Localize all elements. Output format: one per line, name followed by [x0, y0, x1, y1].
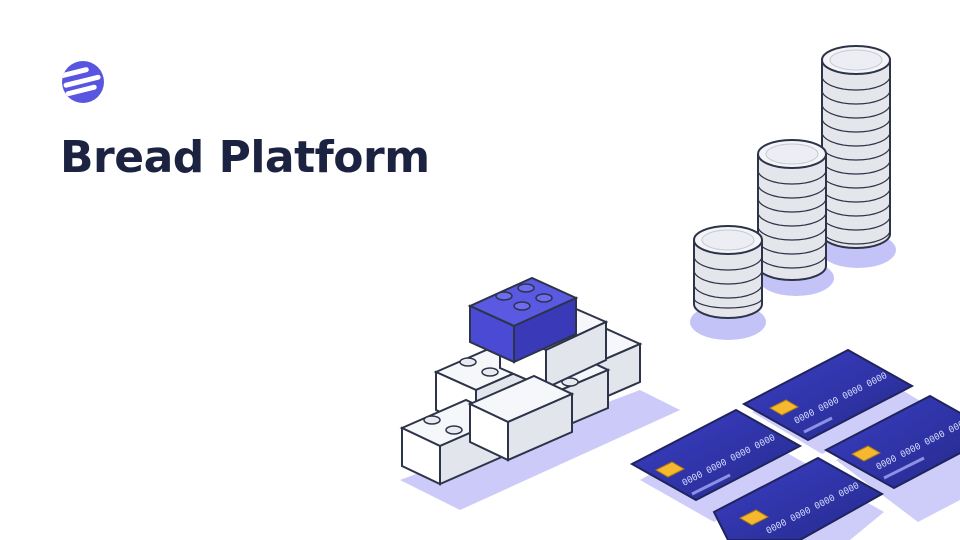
coin-stack-medium — [757, 139, 827, 281]
coin-stacks — [690, 45, 896, 340]
coin-stack-short — [693, 225, 763, 319]
brick — [467, 374, 575, 462]
brick-blue — [467, 276, 579, 364]
credit-cards: 0000 0000 0000 0000 0000 0000 0000 0000 … — [629, 348, 960, 540]
bread-logo-icon — [62, 61, 104, 103]
page-title: Bread Platform — [60, 132, 430, 183]
building-blocks — [399, 276, 680, 510]
coin-stack-tall — [821, 45, 891, 249]
